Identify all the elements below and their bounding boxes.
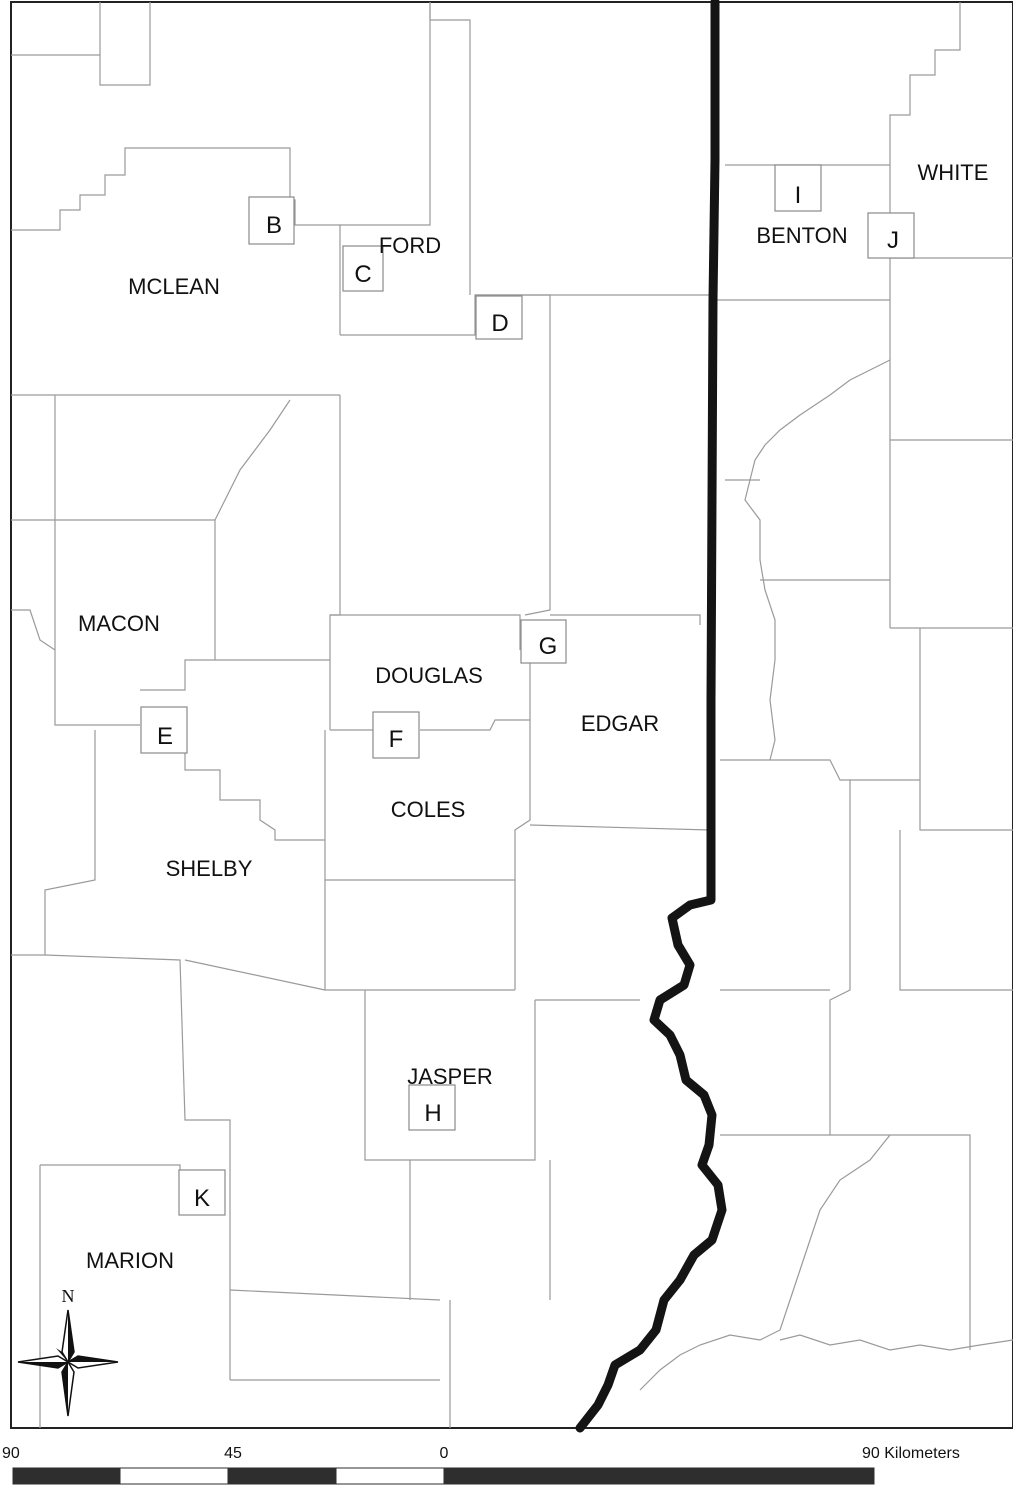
county-label-edgar: EDGAR — [581, 711, 659, 736]
site-h-label: H — [424, 1100, 441, 1127]
site-h-box — [408, 1084, 456, 1131]
site-f-label: F — [389, 726, 404, 753]
site-e-label: E — [157, 723, 173, 750]
scale-segment-4 — [335, 1467, 445, 1485]
site-k-label: K — [194, 1185, 210, 1212]
site-k-box — [178, 1169, 226, 1216]
scale-segment-5 — [443, 1467, 875, 1485]
scale-segment-1 — [12, 1467, 121, 1485]
site-g-box — [520, 619, 567, 664]
county-label-macon: MACON — [78, 611, 160, 636]
site-c-box — [342, 245, 384, 292]
north-arrow: N — [17, 1286, 119, 1417]
county-label-benton: BENTON — [756, 223, 847, 248]
scale-segment-3 — [227, 1467, 337, 1485]
county-label-white: WHITE — [918, 160, 989, 185]
site-d-label: D — [491, 310, 508, 337]
site-i-label: I — [795, 182, 802, 209]
scale-tick-0: 0 — [440, 1445, 449, 1462]
scale-bar: 90 45 0 90 Kilometers — [2, 1445, 960, 1485]
scale-tick-45: 45 — [224, 1445, 242, 1462]
site-c-label: C — [354, 261, 371, 288]
compass-rose-icon — [17, 1309, 119, 1417]
county-label-shelby: SHELBY — [166, 856, 253, 881]
site-b-label: B — [266, 212, 282, 239]
site-j-label: J — [887, 227, 899, 254]
site-j-box — [867, 212, 915, 259]
county-label-mclean: MCLEAN — [128, 274, 220, 299]
county-label-coles: COLES — [391, 797, 466, 822]
map-frame — [10, 1, 1013, 1429]
scale-segment-2 — [119, 1467, 229, 1485]
north-label: N — [62, 1286, 75, 1306]
county-label-marion: MARION — [86, 1248, 174, 1273]
county-label-ford: FORD — [379, 233, 441, 258]
county-label-jasper: JASPER — [407, 1064, 493, 1089]
county-label-douglas: DOUGLAS — [375, 663, 483, 688]
state-boundary-line — [575, 0, 727, 1433]
site-d-box — [475, 295, 523, 340]
site-e-box — [140, 706, 188, 754]
site-f-box — [372, 711, 420, 759]
site-b-box — [248, 196, 295, 245]
scale-tick-90-left: 90 — [2, 1445, 20, 1462]
site-g-label: G — [539, 633, 558, 660]
site-i-box — [774, 164, 822, 212]
scale-tick-90-right: 90 Kilometers — [862, 1445, 960, 1462]
